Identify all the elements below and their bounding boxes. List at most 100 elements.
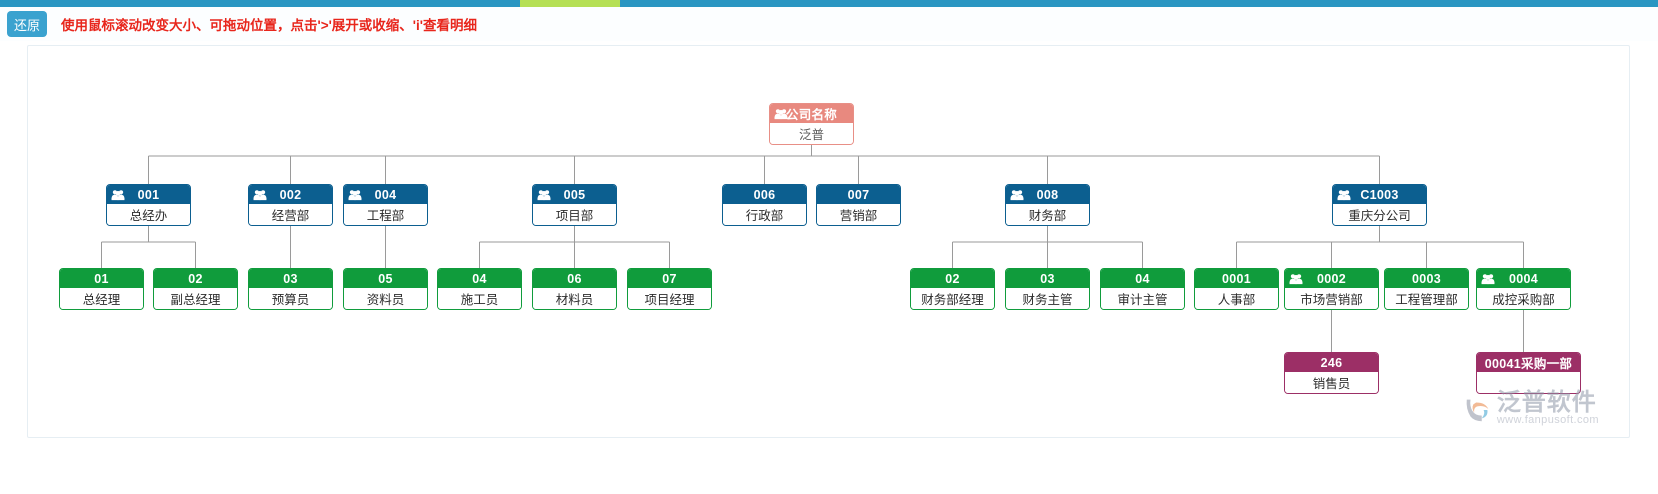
org-node-03-budget[interactable]: 03 预算员 [248, 268, 333, 310]
org-node-0002[interactable]: 0002 市场营销部 [1284, 268, 1379, 310]
org-node-01[interactable]: 01 总经理 [59, 268, 144, 310]
org-node-code: 00041采购一部 [1484, 357, 1573, 371]
group-icon [348, 189, 362, 200]
org-node-code: 002 [279, 187, 302, 202]
org-node-name: 营销部 [817, 204, 900, 225]
org-node-name: 财务部 [1006, 204, 1089, 225]
org-node-0001[interactable]: 0001 人事部 [1194, 268, 1279, 310]
group-icon [1289, 273, 1303, 284]
org-node-header: 04 [438, 269, 521, 288]
toolbar-hint-text: 使用鼠标滚动改变大小、可拖动位置，点击'>'展开或收缩、'i'查看明细 [61, 18, 477, 33]
org-node-header: 006 [723, 185, 806, 204]
org-node-header: 03 [1006, 269, 1089, 288]
org-node-header: 0004 [1477, 269, 1570, 288]
group-icon [1481, 273, 1495, 284]
org-node-header: 008 [1006, 185, 1089, 204]
org-node-name: 人事部 [1195, 288, 1278, 309]
org-node-name: 财务部经理 [911, 288, 994, 309]
org-node-02-finance[interactable]: 02 财务部经理 [910, 268, 995, 310]
org-node-008[interactable]: 008 财务部 [1005, 184, 1090, 226]
org-node-name: 工程管理部 [1385, 288, 1468, 309]
org-node-header: 002 [249, 185, 332, 204]
org-node-06[interactable]: 06 材料员 [532, 268, 617, 310]
top-accent-highlight [520, 0, 620, 7]
org-node-header: 06 [533, 269, 616, 288]
org-node-header: 001 [107, 185, 190, 204]
org-node-04-worker[interactable]: 04 施工员 [437, 268, 522, 310]
restore-button[interactable]: 还原 [7, 11, 47, 37]
org-node-03-finance[interactable]: 03 财务主管 [1005, 268, 1090, 310]
org-node-code: 02 [945, 271, 960, 286]
org-node-C1003[interactable]: C1003 重庆分公司 [1332, 184, 1427, 226]
org-node-header: 004 [344, 185, 427, 204]
org-node-02-gm[interactable]: 02 副总经理 [153, 268, 238, 310]
org-node-004[interactable]: 004 工程部 [343, 184, 428, 226]
org-node-246[interactable]: 246 销售员 [1284, 352, 1379, 394]
org-node-header: 07 [628, 269, 711, 288]
org-node-name: 项目经理 [628, 288, 711, 309]
org-node-name: 总经办 [107, 204, 190, 225]
group-icon [253, 189, 267, 200]
org-node-code: 04 [472, 271, 487, 286]
group-icon [111, 189, 125, 200]
group-icon [1010, 189, 1024, 200]
org-node-name: 副总经理 [154, 288, 237, 309]
org-node-name: 资料员 [344, 288, 427, 309]
org-node-code: 006 [753, 187, 776, 202]
org-node-code: 0003 [1411, 271, 1441, 286]
org-node-header: 0003 [1385, 269, 1468, 288]
org-node-header: 03 [249, 269, 332, 288]
org-node-code: 0002 [1316, 271, 1346, 286]
org-node-name: 项目部 [533, 204, 616, 225]
org-chart-canvas[interactable]: 公司名称 泛普 001 总经办 002 经营部 [27, 45, 1630, 438]
org-node-07[interactable]: 07 项目经理 [627, 268, 712, 310]
group-icon [1337, 189, 1351, 200]
org-node-name [1477, 372, 1580, 393]
org-node-code: 05 [378, 271, 393, 286]
org-node-name: 材料员 [533, 288, 616, 309]
org-node-code: 005 [563, 187, 586, 202]
org-node-name: 工程部 [344, 204, 427, 225]
org-node-code: 07 [662, 271, 677, 286]
org-node-04-audit[interactable]: 04 审计主管 [1100, 268, 1185, 310]
org-node-header: 02 [154, 269, 237, 288]
org-node-006[interactable]: 006 行政部 [722, 184, 807, 226]
org-node-name: 审计主管 [1101, 288, 1184, 309]
org-node-header: 005 [533, 185, 616, 204]
org-node-002[interactable]: 002 经营部 [248, 184, 333, 226]
org-node-05[interactable]: 05 资料员 [343, 268, 428, 310]
org-node-0004[interactable]: 0004 成控采购部 [1476, 268, 1571, 310]
group-icon [774, 108, 788, 119]
org-node-name: 预算员 [249, 288, 332, 309]
connector-layer [101, 132, 1524, 352]
org-node-0003[interactable]: 0003 工程管理部 [1384, 268, 1469, 310]
org-node-name: 财务主管 [1006, 288, 1089, 309]
org-node-code: 246 [1320, 355, 1343, 370]
org-node-00041[interactable]: 00041采购一部 [1476, 352, 1581, 394]
org-node-name: 市场营销部 [1285, 288, 1378, 309]
org-node-header: 01 [60, 269, 143, 288]
org-node-header: 0001 [1195, 269, 1278, 288]
org-node-code: 04 [1135, 271, 1150, 286]
org-node-name: 总经理 [60, 288, 143, 309]
org-node-code: 02 [188, 271, 203, 286]
org-node-005[interactable]: 005 项目部 [532, 184, 617, 226]
org-node-code: C1003 [1360, 187, 1399, 202]
org-node-001[interactable]: 001 总经办 [106, 184, 191, 226]
org-node-root[interactable]: 公司名称 泛普 [769, 103, 854, 145]
org-node-name: 泛普 [770, 123, 853, 144]
org-node-name: 重庆分公司 [1333, 204, 1426, 225]
org-node-header: 04 [1101, 269, 1184, 288]
org-node-code: 004 [374, 187, 397, 202]
org-node-007[interactable]: 007 营销部 [816, 184, 901, 226]
org-node-header: 00041采购一部 [1477, 353, 1580, 372]
org-node-header: 公司名称 [770, 104, 853, 123]
org-node-name: 销售员 [1285, 372, 1378, 393]
group-icon [537, 189, 551, 200]
org-node-code: 01 [94, 271, 109, 286]
org-node-code: 公司名称 [785, 108, 838, 122]
org-node-header: 02 [911, 269, 994, 288]
org-node-code: 007 [847, 187, 870, 202]
top-accent-strip [0, 0, 1658, 7]
org-node-header: 0002 [1285, 269, 1378, 288]
